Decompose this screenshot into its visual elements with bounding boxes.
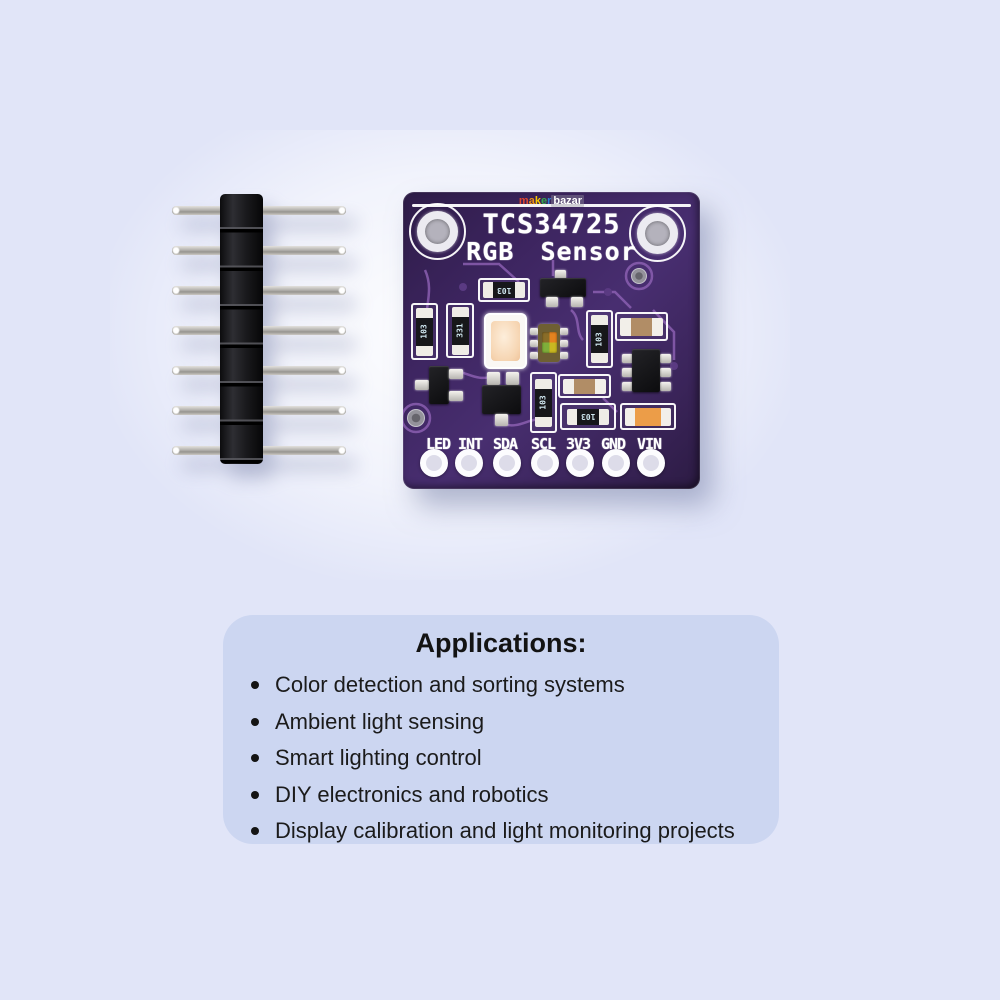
watermark-suffix: bazar [551,195,585,207]
mounting-hole-right [629,205,686,262]
resistor-label: 103 [580,412,596,421]
watermark-letter: a [528,195,535,207]
transistor-lead [487,372,500,385]
resistor-body: 331 [451,306,469,355]
ic-lead [622,368,633,377]
pad-label-int: INT [457,435,483,453]
transistor-lead [495,414,508,426]
solder-pad [566,449,594,477]
sensor-lead [560,352,568,359]
applications-list: Color detection and sorting systems Ambi… [223,671,779,845]
pad-label-gnd: GND [600,435,626,453]
capacitor-tan-top [615,312,668,341]
resistor-body: 103 [483,282,525,298]
list-item: Display calibration and light monitoring… [251,817,779,845]
resistor-103-bottom: 103 [530,372,557,433]
mounting-hole-left [409,203,466,260]
board-title: TCS34725 [482,209,621,240]
list-item: Color detection and sorting systems [251,671,779,699]
sensor-lead [530,352,538,359]
solder-pad [637,449,665,477]
resistor-label: 103 [538,395,548,410]
sensor-lead [560,340,568,347]
resistor-103: 103 [411,303,438,360]
sot23-6-ic [632,349,660,392]
solder-pad [531,449,559,477]
transistor-lead [506,372,519,385]
transistor-lead [571,297,583,307]
sensor-lead [530,340,538,347]
transistor-lead [449,391,463,401]
transistor-mid [482,385,521,414]
list-item: Smart lighting control [251,744,779,772]
resistor-body: 103 [567,408,609,425]
pad-label-vin: VIN [636,435,662,453]
ic-lead [660,354,671,363]
led-package [484,313,527,369]
capacitor-body [625,407,671,426]
ic-lead [660,382,671,391]
pad-label-sda: SDA [492,435,518,453]
solder-pad [455,449,483,477]
list-item: DIY electronics and robotics [251,781,779,809]
watermark-letter: r [547,195,552,207]
applications-title: Applications: [415,628,587,658]
resistor-body: 103 [591,315,608,363]
resistor-103-right: 103 [586,310,613,368]
capacitor-body [563,378,606,394]
capacitor-orange [620,403,676,430]
transistor-lead [546,297,558,307]
resistor-331: 331 [446,303,474,358]
capacitor-tan-mid [558,374,611,398]
pad-label-scl: SCL [530,435,556,453]
header-plastic-body [220,194,263,464]
watermark-letter: m [518,195,529,207]
resistor-label: 331 [455,323,465,338]
solder-pad [493,449,521,477]
transistor-lead [449,369,463,379]
rgb-sensor-die [542,332,557,353]
list-item: Ambient light sensing [251,708,779,736]
watermark-letter: k [534,195,541,207]
sensor-lead [560,328,568,335]
transistor-left [429,366,449,404]
sensor-lead [530,328,538,335]
solder-pad [602,449,630,477]
resistor-label: 103 [496,285,512,295]
via-dot [407,409,425,427]
mounting-hole-ring [637,213,678,254]
solder-pad [420,449,448,477]
silkscreen-top-border [412,204,691,207]
ic-lead [622,382,633,391]
capacitor-body [620,317,663,336]
resistor-label: 103 [594,331,604,347]
watermark-letter: e [540,195,548,207]
board-subtitle: RGB Sensor [466,237,637,266]
pad-label-led: LED [425,435,451,453]
transistor-lead [415,380,429,390]
resistor-103-bottom-h: 103 [560,403,616,430]
led-die [491,321,520,361]
resistor-label: 103 [419,324,429,339]
ic-lead [622,354,633,363]
applications-panel: Applications: Color detection and sortin… [223,615,779,844]
via-dot [631,268,647,284]
transistor-lead [555,270,566,279]
ic-lead [660,368,671,377]
pad-label-3v3: 3V3 [565,435,591,453]
resistor-103-top: 103 [478,278,530,302]
resistor-body: 103 [535,378,552,427]
mounting-hole-ring [417,211,458,252]
resistor-body: 103 [416,307,433,356]
transistor-top [540,278,586,297]
